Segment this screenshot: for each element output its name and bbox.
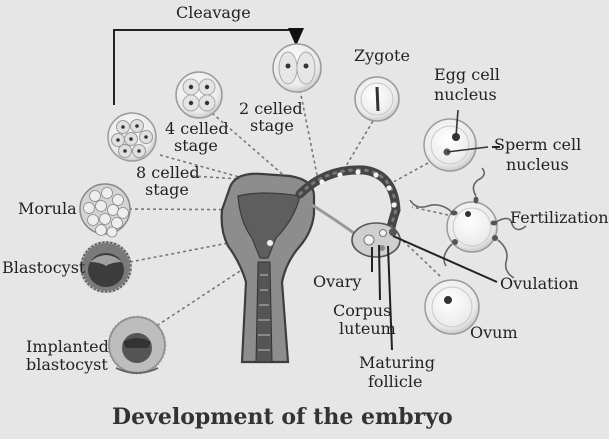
- cervical-canal: [255, 261, 273, 363]
- blastocyst-cell: [80, 241, 132, 293]
- label-ovary: Ovary: [313, 272, 361, 291]
- label-maturing-1: Maturing: [359, 353, 435, 372]
- label-sperm-nucleus-2: nucleus: [506, 155, 569, 174]
- label-two-celled-1: 2 celled: [239, 99, 303, 118]
- label-eight-celled-2: stage: [145, 180, 189, 199]
- ovum-cell: [424, 279, 480, 335]
- label-corpus-1: Corpus: [333, 301, 391, 320]
- labels: Cleavage Zygote Egg cell nucleus Sperm c…: [2, 3, 609, 430]
- sperm-tails: [409, 167, 527, 279]
- fertilization-cell: [409, 167, 527, 279]
- zygote-cell: [354, 76, 400, 122]
- morula-cell: [79, 183, 131, 238]
- reproductive-tract: [220, 165, 401, 364]
- label-morula: Morula: [18, 199, 77, 218]
- label-two-celled-2: stage: [250, 116, 294, 135]
- two-celled-stage-cell: [272, 43, 322, 93]
- label-zygote: Zygote: [354, 46, 410, 65]
- label-maturing-2: follicle: [368, 372, 422, 391]
- implanted-blastocyst-cell: [107, 315, 167, 375]
- egg-cell-with-nuclei: [423, 109, 489, 172]
- label-four-celled-1: 4 celled: [165, 119, 229, 138]
- label-eight-celled-1: 8 celled: [136, 163, 200, 182]
- label-fertilization: Fertilization: [510, 208, 609, 227]
- sperm-heads: [450, 196, 498, 245]
- pointer-lines: [371, 146, 500, 351]
- uterine-cavity: [237, 192, 301, 259]
- label-sperm-nucleus-1: Sperm cell: [494, 135, 581, 154]
- label-implanted-1: Implanted: [26, 337, 109, 356]
- label-ovum: Ovum: [470, 323, 518, 342]
- label-egg-nucleus-1: Egg cell: [434, 65, 500, 84]
- eight-celled-stage-cell: [107, 112, 157, 162]
- four-celled-stage-cell: [175, 71, 223, 119]
- diagram-title: Development of the embryo: [112, 404, 453, 430]
- label-blastocyst: Blastocyst: [2, 258, 86, 277]
- label-four-celled-2: stage: [174, 136, 218, 155]
- label-implanted-2: blastocyst: [26, 355, 108, 374]
- label-egg-nucleus-2: nucleus: [434, 85, 497, 104]
- label-ovulation: Ovulation: [500, 274, 579, 293]
- cleavage-arrow: [113, 28, 304, 105]
- label-cleavage: Cleavage: [176, 3, 251, 22]
- label-corpus-2: luteum: [339, 319, 396, 338]
